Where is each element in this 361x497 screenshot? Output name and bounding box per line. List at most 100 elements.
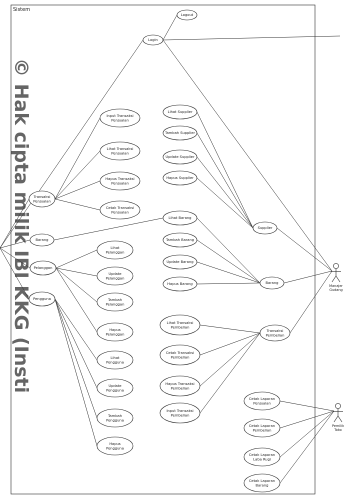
use-case-ellipse <box>99 141 141 161</box>
use-case-ellipse <box>159 375 201 397</box>
use-case-pengguna: Pengguna <box>28 291 56 307</box>
use-case-ellipse <box>162 104 198 120</box>
actor-leg <box>337 415 343 423</box>
use-case-login: Login <box>142 34 164 46</box>
association-line <box>279 410 335 458</box>
use-case-ellipse <box>162 276 198 292</box>
association-line <box>279 410 335 484</box>
association-line <box>55 267 98 303</box>
use-case-label: Pengguna <box>33 297 51 301</box>
use-case-ellipse <box>28 291 56 307</box>
actor-head <box>333 263 339 269</box>
use-case-ellipse <box>96 378 134 398</box>
association-line <box>54 298 98 389</box>
association-line <box>0 247 31 269</box>
use-case-label: Pembelian <box>171 325 190 329</box>
use-case-label: Lihat <box>111 356 120 360</box>
actor-label: Manajer <box>329 284 343 288</box>
actor-label: Pemilik <box>332 424 344 428</box>
use-case-ellipse <box>99 108 141 128</box>
use-case-ellipse <box>99 200 141 220</box>
use-case-label: Cetak Transaksi <box>166 351 194 355</box>
use-case-label: Pelanggan <box>106 332 125 336</box>
association-line <box>196 111 254 229</box>
association-lines <box>0 14 341 484</box>
use-case-ellipse <box>29 233 55 247</box>
use-case-lihat-barang: Lihat Barang <box>162 210 198 226</box>
use-case-label: Pembelian <box>171 413 190 417</box>
use-case-ellipse <box>243 418 281 438</box>
use-case-label: Penjualan <box>111 181 128 185</box>
use-case-pelanggan: Pelanggan <box>29 260 57 276</box>
use-case-label: Cetak Laporan <box>249 424 275 428</box>
association-line <box>279 400 335 412</box>
use-case-label: Penjualan <box>111 151 128 155</box>
association-line <box>0 198 30 249</box>
use-case-lihat-supplier: Lihat Supplier <box>162 104 198 120</box>
use-case-ellipse <box>96 436 134 456</box>
association-line <box>276 227 333 272</box>
use-case-label: Hapus <box>109 442 120 446</box>
association-line <box>54 150 101 200</box>
association-line <box>54 298 98 419</box>
use-case-label: Pelanggan <box>106 250 125 254</box>
association-line <box>0 39 144 249</box>
actor-leg <box>335 275 341 283</box>
use-case-ellipse <box>252 221 278 235</box>
association-line <box>289 270 333 334</box>
use-case-label: Lihat Barang <box>169 216 192 220</box>
use-case-label: Pengguna <box>106 418 124 422</box>
use-case-label: Pembelian <box>171 355 190 359</box>
association-line <box>283 270 333 284</box>
use-case-ellipse <box>96 350 134 370</box>
use-case-update-barang: Update Barang <box>162 254 198 270</box>
use-case-ellipse <box>159 314 201 336</box>
association-line <box>54 198 101 211</box>
association-line <box>53 217 164 241</box>
use-case-label: Hapus Barang <box>167 282 192 286</box>
association-line <box>54 180 101 200</box>
actor-head <box>335 403 341 409</box>
use-case-label: Hapus Supplier <box>166 176 194 180</box>
use-case-label: Tambah Barang <box>165 238 194 242</box>
use-case-ellipse <box>96 240 134 260</box>
use-case-label: Pengguna <box>106 388 124 392</box>
use-case-logout: Logout <box>176 9 198 21</box>
use-case-label: Pelanggan <box>106 302 125 306</box>
actor-leg <box>331 275 337 283</box>
association-line <box>54 298 98 361</box>
system-boundary <box>10 4 316 495</box>
use-case-label: Update <box>108 272 122 276</box>
use-case-label: Barang <box>36 238 49 242</box>
association-line <box>196 282 261 285</box>
use-case-ellipse <box>96 322 134 342</box>
use-case-ellipse <box>96 292 134 312</box>
association-line <box>55 267 98 333</box>
use-case-ellipse <box>259 276 285 290</box>
use-case-label: Pelanggan <box>34 266 53 270</box>
watermark-text: © Hak cipta milik IBI KKG (Insti <box>10 58 32 393</box>
use-case-label: Hapus Transaksi <box>105 177 134 181</box>
use-case-ellipse <box>243 391 281 411</box>
use-case-update-supplier: Update Supplier <box>162 149 198 165</box>
use-case-label: Penjualan <box>33 199 50 203</box>
use-case-label: Lihat Transaksi <box>167 321 194 325</box>
use-case-supplier: Supplier <box>252 221 278 235</box>
use-case-label: Pelanggan <box>106 276 125 280</box>
use-case-label: Penjualan <box>111 210 128 214</box>
use-case-label: Laba Rugi <box>253 457 271 461</box>
use-case-label: Tambah <box>107 298 122 302</box>
